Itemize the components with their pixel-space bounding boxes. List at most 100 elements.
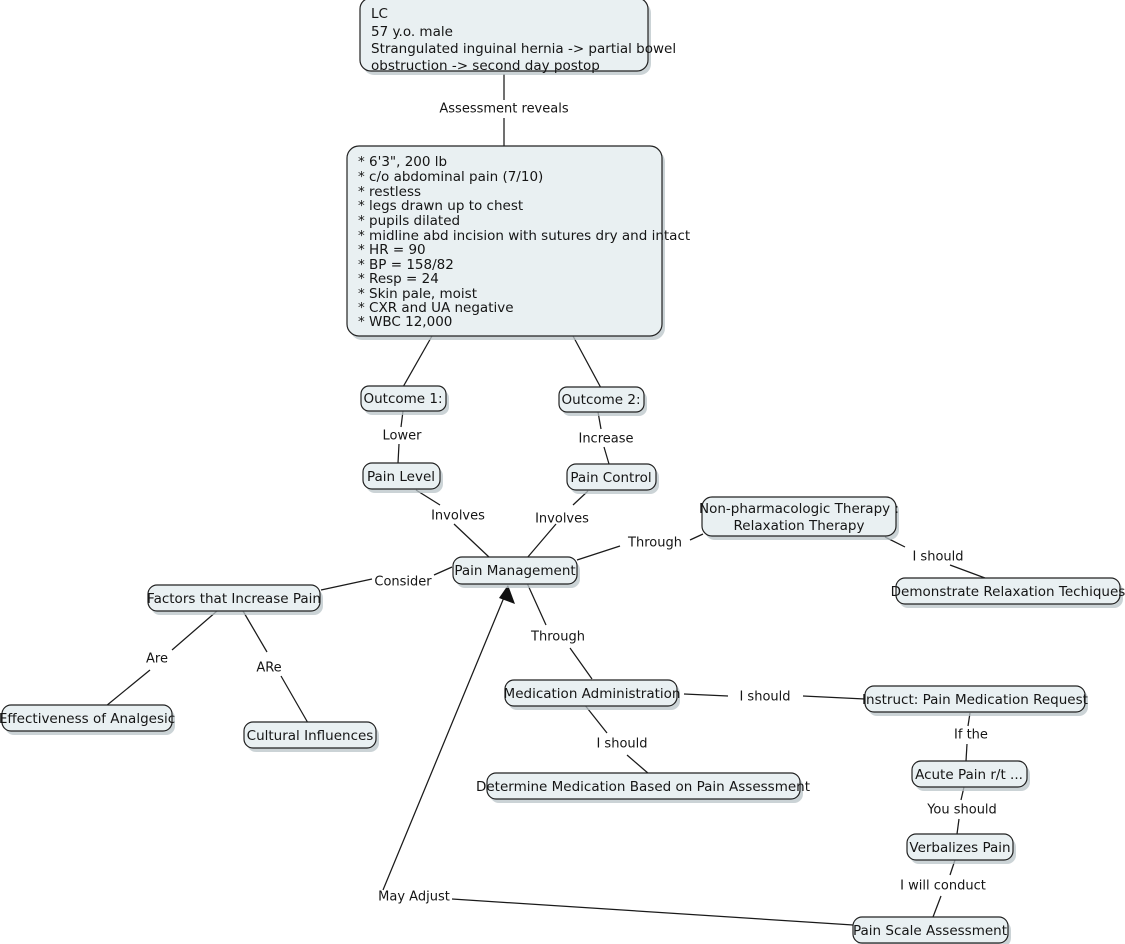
demonstrate-relaxation-box (895, 577, 1121, 605)
arrowhead-into-pain-management (499, 585, 515, 604)
assessment-line-11: * CXR and UA negative (358, 300, 514, 316)
edge-outcome1-lower-lower (397, 443, 400, 464)
edge-label-are-caps: ARe (256, 661, 281, 676)
edge-label-consider: Consider (374, 575, 432, 590)
determine-medication-label: Determine Medication Based on Pain Asses… (476, 779, 810, 795)
cultural-influences-box (243, 721, 377, 749)
edge-verbalizes-iwillconduct-lower (932, 895, 942, 918)
node-non-pharmacologic-therapy[interactable]: Non-pharmacologic Therapy : Relaxation T… (699, 496, 899, 540)
medication-administration-label: Medication Administration (504, 686, 681, 702)
edge-label-involves-right: Involves (535, 512, 589, 527)
assessment-line-2: * c/o abdominal pain (7/10) (358, 169, 543, 185)
verbalizes-pain-label: Verbalizes Pain (909, 840, 1010, 856)
pain-control-box (566, 463, 657, 491)
node-effectiveness-analgesic[interactable]: Effectiveness of Analgesic (0, 704, 175, 735)
edge-label-are: Are (146, 652, 168, 667)
assessment-line-3: * restless (358, 184, 421, 200)
pain-management-label: Pain Management (454, 563, 575, 579)
determine-medication-box (486, 772, 801, 800)
medication-administration-box (504, 679, 678, 707)
non-pharmacologic-line-1: Non-pharmacologic Therapy : (699, 501, 899, 517)
pain-control-label: Pain Control (570, 470, 651, 486)
assessment-line-8: * BP = 158/82 (358, 257, 454, 273)
node-assessment-card[interactable]: * 6'3", 200 lb * c/o abdominal pain (7/1… (346, 145, 690, 340)
non-pharmacologic-line-2: Relaxation Therapy (733, 518, 864, 534)
edge-painscale-mayadjust-right (451, 898, 854, 926)
edge-acutepain-youshould-lower (956, 818, 960, 835)
cultural-influences-label: Cultural Influences (247, 728, 374, 744)
edge-assessment-to-outcome2 (572, 335, 602, 389)
edge-painmgmt-through-med-lower (569, 647, 593, 680)
assessment-line-4: * legs drawn up to chest (358, 198, 523, 214)
patient-card-line-3: Strangulated inguinal hernia -> partial … (371, 41, 676, 57)
edge-label-i-should-determine: I should (596, 737, 647, 752)
edge-instruct-ifthe-lower (965, 743, 968, 762)
assessment-card-box (346, 145, 663, 337)
assessment-line-6: * midline abd incision with sutures dry … (358, 228, 690, 244)
edge-label-may-adjust: May Adjust (378, 890, 450, 905)
edge-label-lower: Lower (383, 429, 423, 444)
edge-label-if-the: If the (954, 728, 988, 743)
outcome-2-box (558, 386, 645, 413)
edge-label-i-should-instruct: I should (739, 690, 790, 705)
node-verbalizes-pain[interactable]: Verbalizes Pain (906, 833, 1016, 864)
patient-card-line-2: 57 y.o. male (371, 24, 453, 40)
edge-factors-arecaps-lower (280, 675, 309, 724)
edge-outcome2-increase-lower (603, 446, 610, 465)
edge-label-i-should-relaxation: I should (912, 550, 963, 565)
pain-scale-assessment-label: Pain Scale Assessment (853, 923, 1007, 939)
edge-factors-are-upper (171, 610, 218, 651)
pain-level-label: Pain Level (367, 469, 435, 485)
instruct-request-label: Instruct: Pain Medication Request (862, 692, 1088, 708)
node-pain-management[interactable]: Pain Management (452, 556, 580, 588)
patient-card-line-1: LC (371, 6, 388, 22)
edge-label-i-will-conduct: I will conduct (900, 879, 986, 894)
node-instruct-pain-medication-request[interactable]: Instruct: Pain Medication Request (862, 685, 1088, 716)
assessment-line-1: * 6'3", 200 lb (358, 154, 447, 170)
assessment-line-10: * Skin pale, moist (358, 286, 477, 302)
node-factors-increase-pain[interactable]: Factors that Increase Pain (147, 584, 323, 615)
node-medication-administration[interactable]: Medication Administration (504, 679, 681, 710)
effectiveness-analgesic-label: Effectiveness of Analgesic (0, 711, 175, 727)
edge-painmgmt-through-med-upper (526, 582, 547, 626)
edge-medadmin-instruct-right (802, 695, 866, 700)
edge-label-increase: Increase (578, 432, 633, 447)
effectiveness-analgesic-box (1, 704, 173, 732)
edge-assessment-to-outcome1 (402, 335, 433, 388)
edge-layer (105, 74, 986, 926)
node-pain-control[interactable]: Pain Control (566, 463, 659, 494)
edge-factors-arecaps-upper (242, 610, 268, 653)
node-outcome-1[interactable]: Outcome 1: (360, 385, 449, 415)
edge-medadmin-instruct-left (683, 693, 729, 697)
edge-factors-are-lower (105, 669, 151, 707)
edge-factors-consider-right (433, 566, 453, 576)
node-demonstrate-relaxation[interactable]: Demonstrate Relaxation Techiques (891, 577, 1125, 608)
pain-scale-assessment-box (852, 916, 1009, 944)
edge-label-through-medication: Through (530, 630, 585, 645)
demonstrate-relaxation-label: Demonstrate Relaxation Techiques (891, 584, 1125, 600)
node-cultural-influences[interactable]: Cultural Influences (243, 721, 379, 752)
patient-card-box (359, 0, 649, 72)
node-patient-card[interactable]: LC 57 y.o. male Strangulated inguinal he… (359, 0, 676, 75)
assessment-line-9: * Resp = 24 (358, 271, 439, 287)
node-pain-level[interactable]: Pain Level (362, 462, 443, 493)
edge-label-assessment-reveals: Assessment reveals (439, 102, 568, 117)
pain-level-box (362, 462, 441, 490)
node-outcome-2[interactable]: Outcome 2: (558, 386, 647, 416)
node-determine-medication[interactable]: Determine Medication Based on Pain Asses… (476, 772, 810, 803)
edge-label-involves-left: Involves (431, 509, 485, 524)
node-pain-scale-assessment[interactable]: Pain Scale Assessment (852, 916, 1011, 944)
outcome-2-label: Outcome 2: (561, 392, 640, 408)
acute-pain-label: Acute Pain r/t ... (915, 767, 1023, 783)
outcome-1-box (360, 385, 447, 412)
edge-nonpharm-ishould-lower (949, 564, 986, 579)
acute-pain-box (911, 760, 1028, 788)
edge-factors-consider-left (320, 578, 373, 591)
node-acute-pain[interactable]: Acute Pain r/t ... (911, 760, 1030, 791)
non-pharmacologic-box (701, 496, 897, 537)
assessment-line-12: * WBC 12,000 (358, 314, 452, 330)
edge-label-through-relaxation: Through (627, 536, 682, 551)
edge-label-you-should: You should (926, 803, 997, 818)
